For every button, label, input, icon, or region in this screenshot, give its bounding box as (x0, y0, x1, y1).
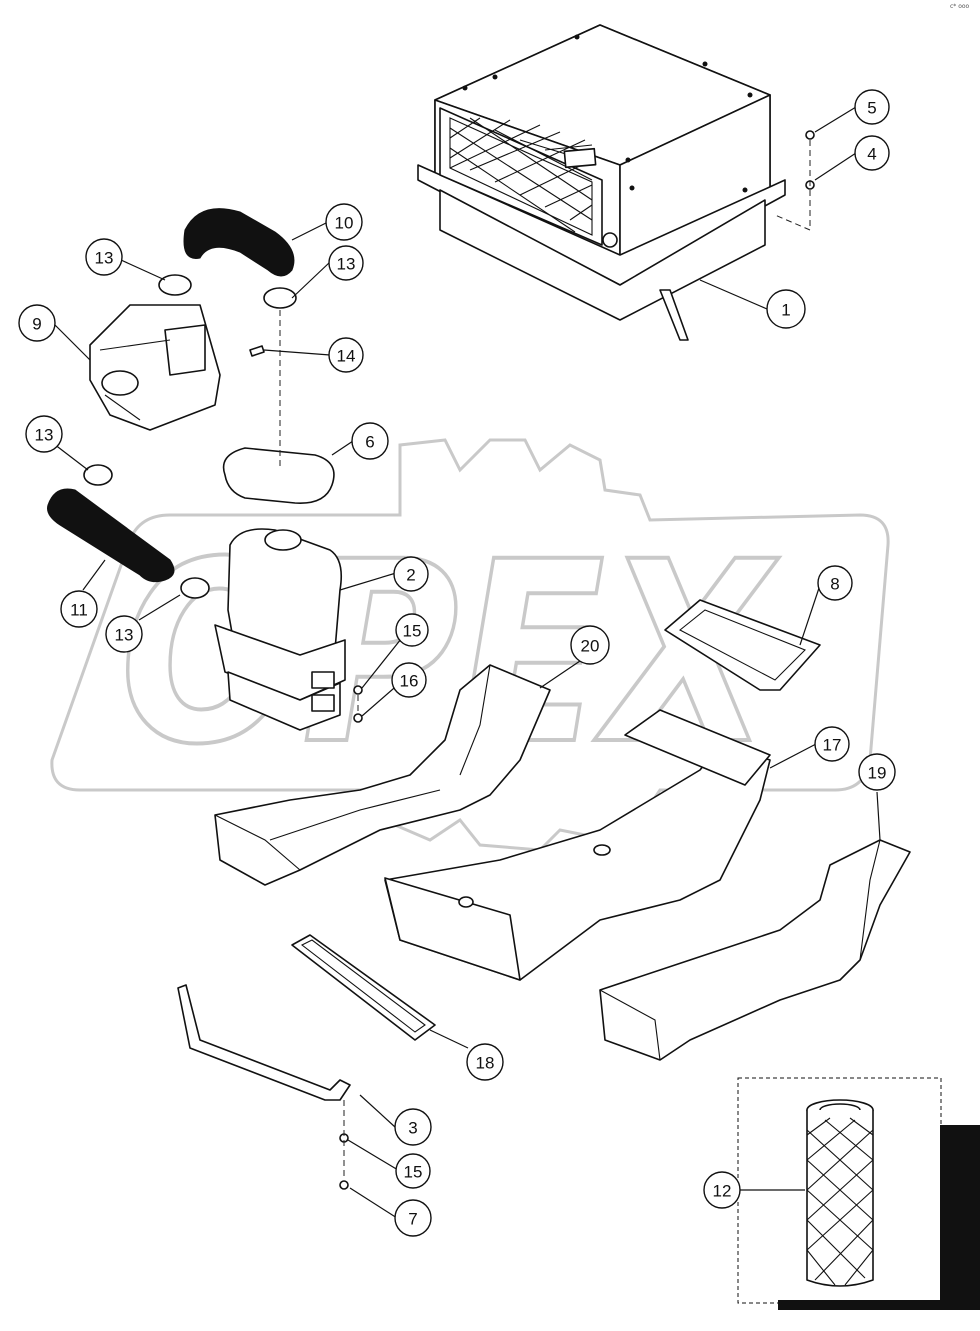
nut-5 (805, 130, 815, 140)
callout-7-label: 7 (408, 1210, 417, 1229)
callout-10-label: 10 (335, 214, 354, 233)
callout-3: 3 (394, 1108, 432, 1146)
callout-16: 16 (391, 662, 427, 698)
callout-10: 10 (325, 203, 363, 241)
washer-15 (353, 685, 363, 695)
callout-7: 7 (394, 1199, 432, 1237)
duct-gasket (664, 599, 821, 691)
nut-16 (353, 713, 363, 723)
callout-3-label: 3 (408, 1119, 417, 1138)
callout-13c-label: 13 (35, 426, 54, 445)
screw-14 (249, 345, 265, 357)
leader-lines (52, 106, 881, 1219)
callout-9-label: 9 (32, 315, 41, 334)
callout-13b-label: 13 (337, 255, 356, 274)
callout-4-label: 4 (867, 145, 876, 164)
filter-housing (214, 528, 346, 731)
callout-6: 6 (351, 422, 389, 460)
callout-13d: 13 (105, 615, 143, 653)
callout-6-label: 6 (365, 433, 374, 452)
callout-16-label: 16 (400, 672, 419, 691)
callout-13c: 13 (25, 415, 63, 453)
heater-grill (439, 107, 603, 246)
mounting-bracket (177, 984, 351, 1101)
callout-20-label: 20 (581, 637, 600, 656)
callout-18: 18 (466, 1043, 504, 1081)
callout-15b-label: 15 (404, 1163, 423, 1182)
callout-12-label: 12 (713, 1182, 732, 1201)
callout-13d-label: 13 (115, 626, 134, 645)
callout-1-label: 1 (781, 301, 790, 320)
hose-clamp-4 (180, 577, 210, 599)
duct-right (599, 839, 911, 1061)
callout-19: 19 (858, 753, 896, 791)
callout-11-label: 11 (70, 601, 88, 620)
hose-clamp-1 (158, 274, 192, 296)
callout-17: 17 (814, 726, 850, 762)
callout-19-label: 19 (868, 764, 887, 783)
callout-5: 5 (854, 89, 890, 125)
callout-14-label: 14 (337, 347, 356, 366)
callout-15b: 15 (395, 1153, 431, 1189)
gasket-ring (222, 447, 335, 504)
callout-2-label: 2 (406, 566, 415, 585)
callout-18-label: 18 (476, 1054, 495, 1073)
callout-1: 1 (766, 289, 806, 329)
callout-13a: 13 (85, 238, 123, 276)
lower-hose (47, 488, 175, 583)
small-duct-gasket (291, 934, 436, 1041)
callout-11: 11 (60, 590, 98, 628)
blower-housing (89, 304, 221, 431)
hose-clamp-2 (263, 287, 297, 309)
corner-mark: c* ooo (950, 3, 970, 10)
callout-2: 2 (393, 556, 429, 592)
filter-element-inset (737, 1077, 980, 1310)
callout-5-label: 5 (867, 99, 876, 118)
callout-9: 9 (18, 304, 56, 342)
callout-4: 4 (854, 135, 890, 171)
callout-15a-label: 15 (403, 622, 422, 641)
upper-hose (183, 208, 295, 277)
callout-15a: 15 (395, 613, 429, 647)
callout-20: 20 (570, 625, 610, 665)
callout-12: 12 (703, 1171, 741, 1209)
heater-label-plate (563, 147, 597, 169)
callout-8: 8 (817, 565, 853, 601)
callout-8-label: 8 (830, 575, 839, 594)
nut-7 (339, 1180, 349, 1190)
hose-clamp-3 (83, 464, 113, 486)
callout-13b: 13 (328, 245, 364, 281)
callout-17-label: 17 (823, 736, 842, 755)
callout-14: 14 (328, 337, 364, 373)
callout-13a-label: 13 (95, 249, 114, 268)
heater-box-assembly (417, 24, 786, 341)
